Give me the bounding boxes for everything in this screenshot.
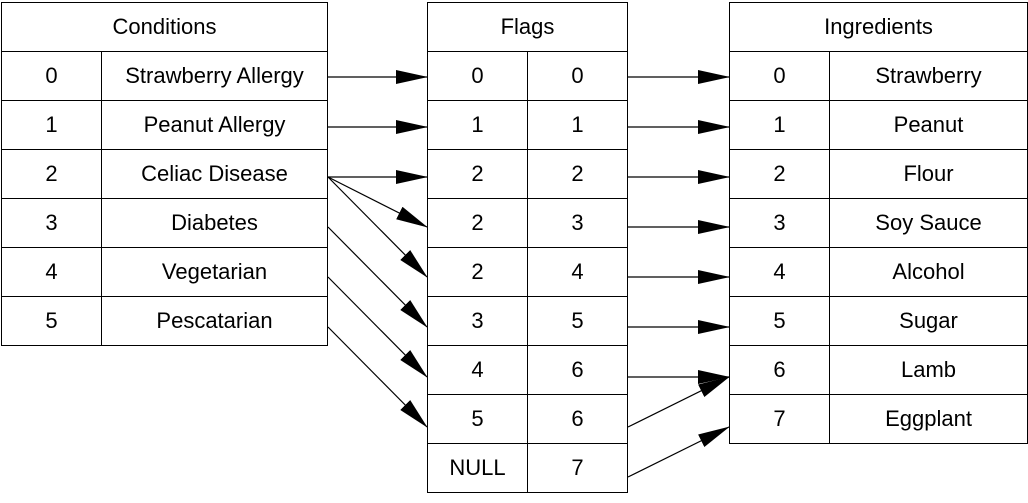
flag-row-condition-cell: 5 (427, 394, 528, 444)
ingredient-row-name-cell: Sugar (828, 296, 1028, 346)
flags-title: Flags (426, 2, 629, 52)
condition-row-id-cell: 3 (1, 198, 102, 248)
conditions-title: Conditions (0, 2, 329, 52)
flag-row-ingredient-cell: 0 (526, 51, 629, 101)
ingredient-row-name-cell: Peanut (828, 100, 1028, 150)
conditions-header-row: Conditions (0, 2, 329, 52)
condition-row-name-cell: Vegetarian (100, 247, 329, 297)
condition-row-name-cell: Diabetes (100, 198, 329, 248)
flag-row-ingredient-cell: 7 (526, 443, 629, 493)
ingredient-row-id-cell: 5 (729, 296, 830, 346)
flag-to-ingredient-arrow (627, 376, 730, 428)
flag-row-condition-cell: 3 (427, 296, 528, 346)
ingredient-row-id-cell: 4 (729, 247, 830, 297)
condition-to-flag-arrow (327, 276, 428, 378)
flag-to-ingredient-arrow (627, 426, 730, 478)
ingredient-row-name-cell: Eggplant (828, 394, 1028, 444)
ingredient-row-name-cell: Soy Sauce (828, 198, 1028, 248)
condition-row-id-cell: 1 (1, 100, 102, 150)
condition-to-flag-arrow (327, 176, 428, 278)
condition-row-name-cell: Strawberry Allergy (100, 51, 329, 101)
condition-to-flag-arrow (327, 176, 428, 228)
flag-row-ingredient-cell: 3 (526, 198, 629, 248)
condition-row-name-cell: Pescatarian (100, 296, 329, 346)
flag-row-condition-cell: NULL (427, 443, 528, 493)
ingredient-row-name-cell: Strawberry (828, 51, 1028, 101)
ingredient-row-id-cell: 3 (729, 198, 830, 248)
condition-to-flag-arrow (327, 226, 428, 328)
condition-to-flag-arrow (327, 326, 428, 428)
condition-row-id-cell: 0 (1, 51, 102, 101)
flag-row-condition-cell: 4 (427, 345, 528, 395)
flag-row-ingredient-cell: 6 (526, 345, 629, 395)
flag-row-condition-cell: 1 (427, 100, 528, 150)
flag-row-condition-cell: 0 (427, 51, 528, 101)
ingredient-row-id-cell: 1 (729, 100, 830, 150)
ingredient-row-name-cell: Lamb (828, 345, 1028, 395)
ingredient-row-id-cell: 6 (729, 345, 830, 395)
flag-row-ingredient-cell: 2 (526, 149, 629, 199)
condition-row-id-cell: 2 (1, 149, 102, 199)
ingredient-row-id-cell: 2 (729, 149, 830, 199)
flags-header-row: Flags (426, 2, 629, 52)
condition-row-name-cell: Peanut Allergy (100, 100, 329, 150)
ingredient-row-id-cell: 0 (729, 51, 830, 101)
ingredient-row-name-cell: Flour (828, 149, 1028, 199)
ingredient-row-id-cell: 7 (729, 394, 830, 444)
ingredient-row-name-cell: Alcohol (828, 247, 1028, 297)
